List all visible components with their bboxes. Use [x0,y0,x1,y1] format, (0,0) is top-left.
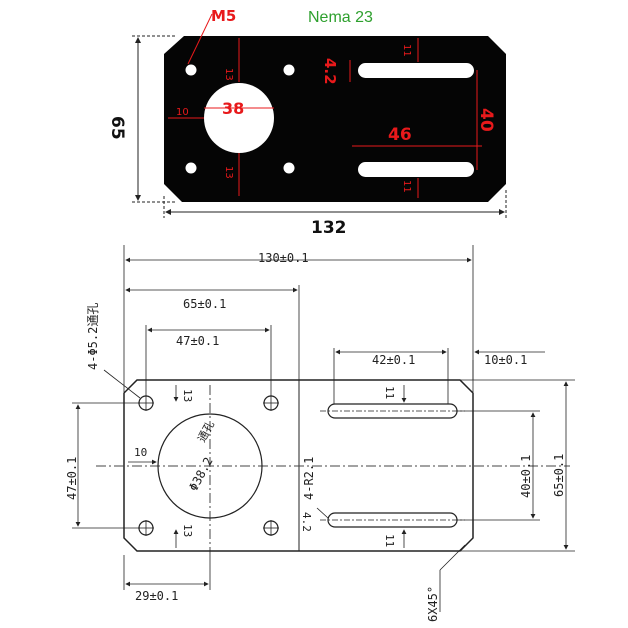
slot-bottom [358,162,474,177]
slot-spacing: 40±0.1 [519,455,533,498]
bore [157,413,263,519]
nema-label: Nema 23 [308,9,373,26]
dim-10: 10 [134,446,147,459]
mount-width: 65±0.1 [183,297,226,311]
plate-photo: M5 Nema 23 13 13 10 38 4.2 11 11 46 40 6… [107,7,507,238]
dim-11-bottom: 11 [383,534,396,547]
technical-drawing: 130±0.1 65±0.1 47±0.1 42±0.1 10±0.1 4-Φ5… [65,245,575,622]
radius-callout: 4-R2.1 [302,457,316,500]
dim-13-top: 13 [181,389,194,402]
dim-13-bottom: 13 [181,524,194,537]
dim-10: 10 [176,107,189,118]
center-bore [204,83,274,153]
mount-hole [283,162,295,174]
mount-hole [283,64,295,76]
dim-38: 38 [222,99,244,118]
slot-length: 42±0.1 [372,353,415,367]
slot-top [358,63,474,78]
dim-40: 40 [476,108,496,132]
height-65: 65 [107,116,127,140]
left-height: 47±0.1 [65,457,79,500]
bore-note: 通孔 [195,419,217,445]
dim-13-bottom: 13 [223,166,234,179]
dim-13-top: 13 [223,68,234,81]
hole-spacing: 47±0.1 [176,334,219,348]
dim-46: 46 [388,125,412,145]
width-132: 132 [311,218,347,238]
dim-11-top: 11 [383,386,396,399]
dim-4-2: 4.2 [300,512,313,532]
mount-hole [185,162,197,174]
bore-diameter: Φ38.2 [186,455,215,493]
slot-end-offset: 10±0.1 [484,353,527,367]
chamfer-callout: 6X45° [426,586,440,622]
hole-callout: 4-Φ5.2通孔 [86,303,100,370]
dim-11-top: 11 [401,44,412,57]
dim-11-bottom: 11 [401,180,412,193]
m5-label: M5 [211,7,236,25]
bottom-offset: 29±0.1 [135,589,178,603]
dim-4-2: 4.2 [321,58,339,85]
overall-width: 130±0.1 [258,251,309,265]
mount-hole [185,64,197,76]
overall-height: 65±0.1 [552,454,566,497]
